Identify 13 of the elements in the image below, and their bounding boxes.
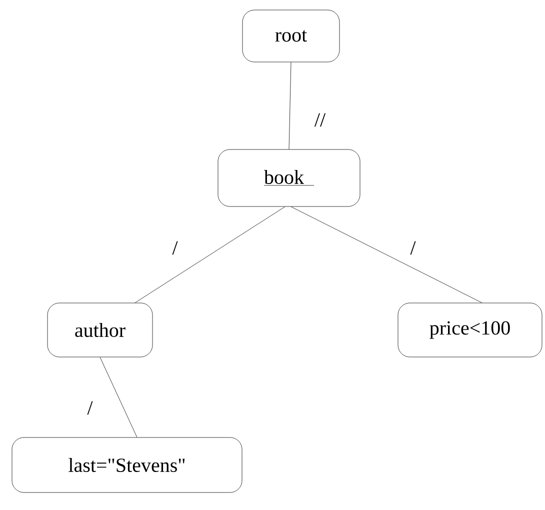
connector-line bbox=[100, 356, 138, 438]
tree-node: author bbox=[47, 302, 153, 358]
connector-line bbox=[134, 206, 286, 303]
tree-node: root bbox=[242, 10, 340, 62]
tree-node: book bbox=[218, 149, 360, 207]
edge-label: / bbox=[171, 240, 179, 256]
edge-label: // bbox=[313, 112, 327, 128]
edge-label: / bbox=[86, 400, 94, 416]
tree-node: price<100 bbox=[398, 302, 542, 358]
tree-node: last="Stevens" bbox=[12, 437, 242, 493]
connector-line bbox=[290, 206, 482, 303]
connector-line bbox=[288, 62, 292, 150]
edge-label: / bbox=[409, 240, 417, 256]
